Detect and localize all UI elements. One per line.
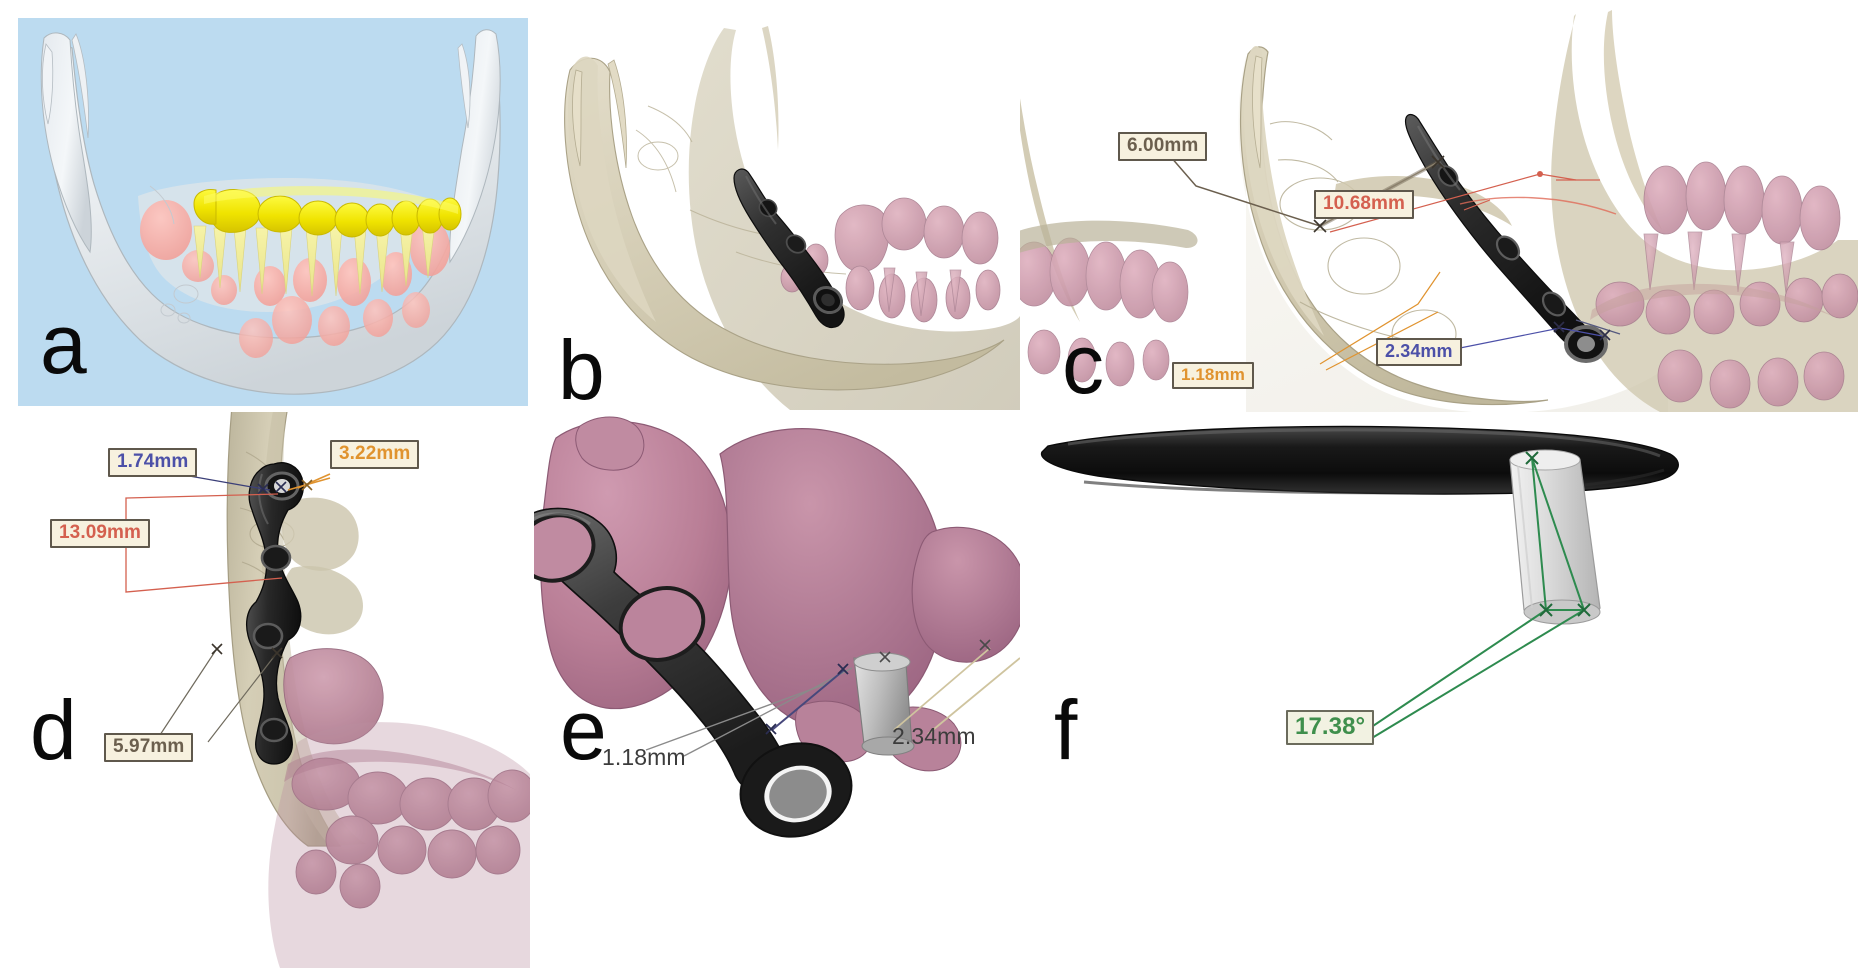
left-teeth-c — [1020, 237, 1189, 387]
panel-d: 1.74mm 3.22mm 13.09mm 5.97mm d — [30, 412, 530, 968]
panel-e-letter: e — [560, 683, 607, 777]
fixation-plate-e — [534, 507, 853, 838]
left-ramus-a — [40, 32, 92, 254]
back-condyle-b — [762, 26, 779, 150]
front-condyle-b — [607, 59, 627, 169]
mandible-body-a — [44, 39, 501, 395]
bone-facet-2-d — [283, 566, 363, 635]
measurement-label-5-97mm: 5.97mm — [104, 733, 194, 762]
ridge-d — [284, 749, 516, 790]
fixation-plate-d — [245, 462, 304, 765]
panel-c-letter: c — [1062, 317, 1104, 411]
bone-detail-d — [239, 451, 301, 629]
second-mandible-c — [1551, 14, 1858, 412]
left-coronoid-a — [41, 43, 54, 125]
measurement-label-e-1-18mm: 1.18mm — [602, 744, 686, 770]
panel-b-render — [564, 26, 1020, 410]
fixation-plate-b — [733, 168, 845, 329]
measurement-label-1-74mm: 1.74mm — [108, 448, 198, 477]
panel-a-letter: a — [40, 297, 87, 391]
bone-detail-a — [149, 185, 199, 324]
front-ramus-b — [568, 56, 656, 323]
tooth-root-far-right-e — [911, 526, 1020, 663]
screw-head-d — [274, 479, 290, 493]
screw-hole-c — [1564, 325, 1608, 363]
panel-d-letter: d — [30, 683, 77, 777]
plate-hole-2-e — [618, 586, 706, 662]
bone-detail-c — [1269, 121, 1457, 359]
panel-b: b — [540, 10, 1020, 410]
measurement-label-e-2-34mm: 2.34mm — [892, 723, 976, 749]
plate-ring-e — [739, 742, 853, 838]
plate-hole-1-e — [534, 513, 596, 583]
left-ridge-c — [1020, 220, 1198, 253]
tooth-lobe-e — [795, 700, 873, 763]
tooth-root-left-e — [540, 420, 733, 710]
measurement-label-17-38deg: 17.38° — [1286, 710, 1375, 745]
tooth-roots-a — [193, 223, 436, 297]
angle-markers-f — [1357, 451, 1591, 739]
plate-hole-3-c — [1541, 291, 1567, 317]
alveolar-trough-a — [138, 178, 430, 312]
teeth-group-b — [780, 197, 1001, 323]
measurement-label-1-18mm: 1.18mm — [1172, 362, 1254, 389]
plate-highlight-f — [1067, 428, 1661, 458]
left-condyle-a — [71, 33, 89, 139]
panel-a: a — [18, 18, 528, 406]
angle-construction-f — [1363, 457, 1585, 739]
plate-bar-f — [1040, 425, 1679, 495]
screw-head-e — [769, 769, 827, 819]
measurement-lines-d — [125, 473, 331, 743]
ramus-column-d — [226, 412, 342, 847]
screw-rim-e — [764, 765, 832, 823]
ramus-c — [1244, 46, 1324, 336]
tooth-root-right-e — [719, 428, 946, 730]
left-fragment-c — [1020, 98, 1080, 322]
panel-a-render — [40, 29, 501, 395]
plate-hole-2-d — [260, 544, 292, 572]
bone-facet-d — [282, 497, 359, 571]
plate-hole-1-d — [264, 471, 300, 501]
coronoid-c — [1252, 55, 1263, 169]
panel-f: 17.38° f — [1024, 412, 1858, 968]
panel-f-render — [1040, 425, 1679, 739]
soft-tissue-d — [268, 722, 530, 968]
measurement-label-10-68mm: 10.68mm — [1314, 190, 1415, 219]
panel-e: 1.18mm 2.34mm e — [534, 412, 1020, 968]
panel-e-render — [534, 416, 1020, 838]
right-ridge-c — [1590, 283, 1832, 320]
mandible-back-b — [688, 28, 1020, 410]
mandible-front-b — [564, 57, 1005, 391]
panel-c: 6.00mm 10.68mm 1.18mm 2.34mm c — [1020, 4, 1858, 412]
panel-f-letter: f — [1054, 683, 1078, 777]
tooth-bump-e — [575, 416, 645, 471]
measurement-label-2-34mm: 2.34mm — [1376, 338, 1462, 366]
right-teeth-c — [1595, 161, 1858, 409]
panel-b-letter: b — [558, 323, 605, 410]
measurement-label-3-22mm: 3.22mm — [330, 440, 420, 469]
right-condyle-a — [457, 43, 471, 129]
plate-hole-1-c — [1437, 165, 1459, 187]
front-coronoid-b — [572, 69, 583, 167]
occlusal-highlight-a — [204, 186, 458, 214]
panel-d-render — [125, 412, 530, 968]
measurement-label-6-00mm: 6.00mm — [1118, 132, 1208, 161]
screw-hole-b — [812, 285, 844, 315]
plate-hole-4-d — [259, 717, 289, 743]
right-ramus-a — [449, 29, 501, 264]
screw-cylinder-f — [1509, 449, 1601, 625]
fixation-plate-c — [1404, 113, 1608, 363]
ramus-shadow-d — [262, 412, 366, 846]
tooth-crowns-a — [193, 189, 462, 238]
teeth-group-d — [283, 648, 530, 909]
second-ramus-c — [1603, 10, 1662, 230]
plate-hole-2-c — [1495, 235, 1521, 261]
bone-detail-b — [635, 105, 847, 275]
measurement-label-13-09mm: 13.09mm — [50, 519, 151, 548]
plate-hole-3-d — [252, 622, 284, 650]
soft-tissue-group-a — [140, 200, 450, 358]
